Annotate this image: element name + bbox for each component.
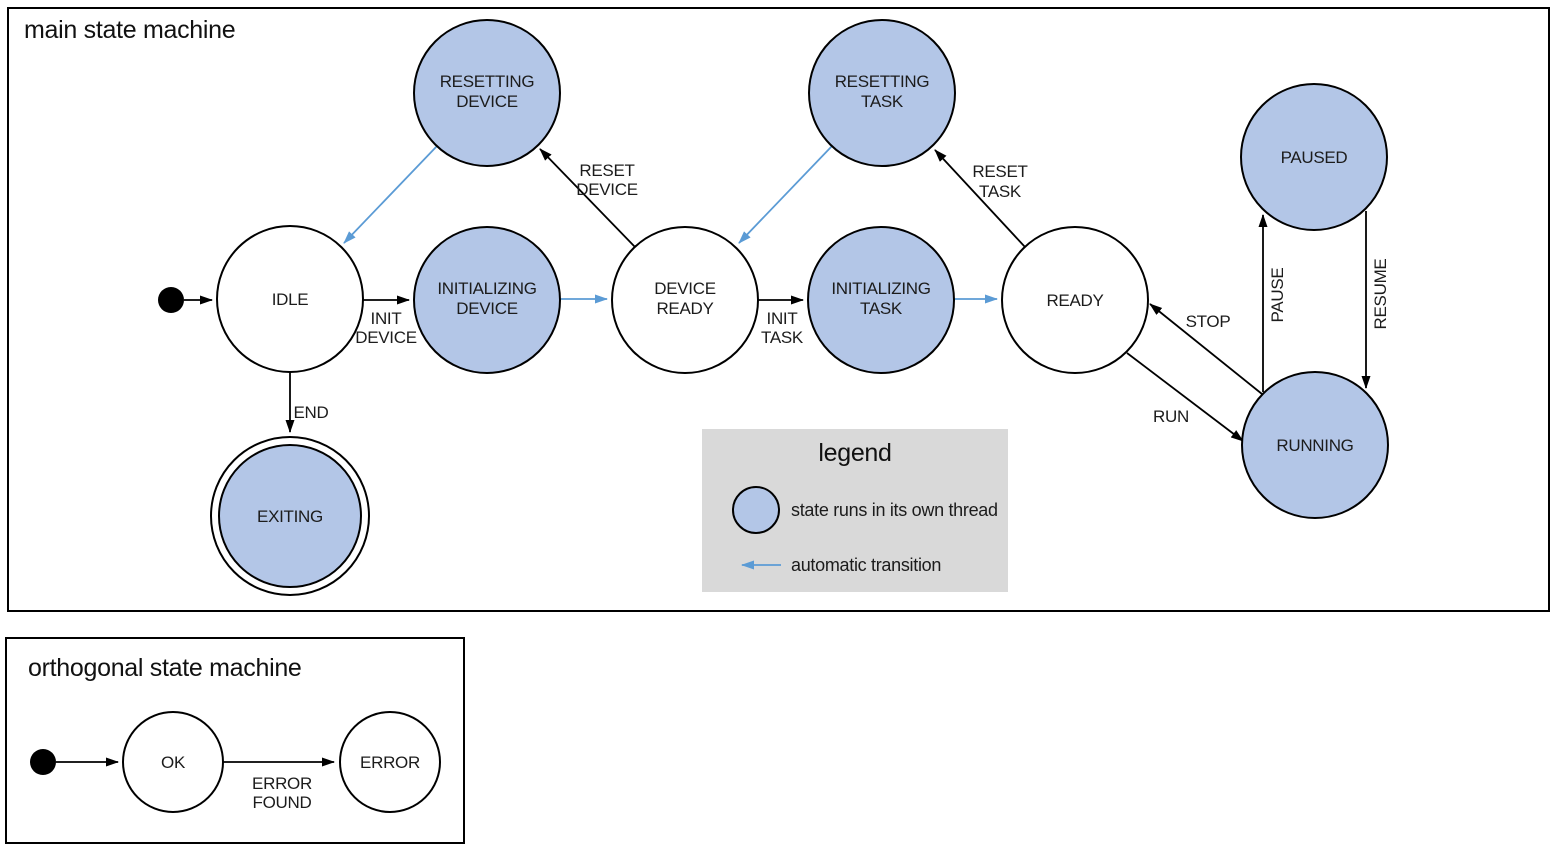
- transition-reset-device-label-line2: DEVICE: [576, 180, 638, 199]
- transition-run-label: RUN: [1153, 407, 1189, 426]
- transition-automatic-resettingdevice-to-idle: [343, 145, 438, 244]
- transition-error-found-label-line1: ERROR: [252, 774, 312, 793]
- orthogonal-state-machine-panel: [5, 637, 465, 844]
- transition-stop: [1149, 303, 1263, 395]
- state-resetting-task-label-line1: RESETTING: [835, 72, 930, 91]
- state-ok-label: OK: [161, 753, 186, 772]
- state-resetting-device: [413, 19, 561, 167]
- state-idle-label: IDLE: [272, 290, 309, 309]
- state-initializing-task: [807, 226, 955, 374]
- state-initializing-device-label-line1: INITIALIZING: [437, 279, 536, 298]
- main-state-machine-panel: [7, 7, 1550, 612]
- transition-pause-label: PAUSE: [1268, 268, 1287, 323]
- state-device-ready-label-line2: READY: [656, 299, 713, 318]
- state-resetting-task: [808, 19, 956, 167]
- transition-init-task-label-line1: INIT: [767, 309, 798, 328]
- transition-resume-label: RESUME: [1371, 259, 1390, 330]
- transition-automatic-resettingtask-to-deviceready: [738, 145, 833, 244]
- transition-reset-device-label-line1: RESET: [579, 161, 634, 180]
- transition-reset-task-label-line1: RESET: [972, 162, 1027, 181]
- state-resetting-task-label-line2: TASK: [861, 92, 904, 111]
- transition-init-task-label-line2: TASK: [761, 328, 804, 347]
- state-error: [339, 711, 441, 813]
- state-idle: [216, 225, 364, 373]
- main-state-machine-title: main state machine: [24, 16, 235, 44]
- state-initializing-device: [413, 226, 561, 374]
- state-error-label: ERROR: [360, 753, 420, 772]
- state-ready: [1001, 226, 1149, 374]
- transition-init-device-label-line2: DEVICE: [355, 328, 417, 347]
- state-running: [1241, 371, 1389, 519]
- state-device-ready-label-line1: DEVICE: [654, 279, 716, 298]
- state-paused: [1240, 83, 1388, 231]
- transition-reset-device: [539, 148, 636, 248]
- state-ok: [122, 711, 224, 813]
- state-ready-label: READY: [1046, 291, 1103, 310]
- legend-automatic-transition-label: automatic transition: [791, 555, 941, 575]
- state-device-ready: [611, 226, 759, 374]
- transition-stop-label: STOP: [1186, 312, 1231, 331]
- state-initializing-task-label-line1: INITIALIZING: [831, 279, 930, 298]
- transition-reset-task-label-line2: TASK: [979, 182, 1022, 201]
- transition-error-found-label-line2: FOUND: [253, 793, 312, 812]
- transition-end-label: END: [294, 403, 329, 422]
- legend-threaded-state-circle-icon: [732, 486, 780, 534]
- state-exiting-label: EXITING: [257, 507, 323, 526]
- orthogonal-state-machine-title: orthogonal state machine: [28, 654, 302, 682]
- legend-threaded-state-label: state runs in its own thread: [791, 500, 998, 520]
- initial-state-dot: [158, 287, 184, 313]
- state-initializing-task-label-line2: TASK: [860, 299, 903, 318]
- state-resetting-device-label-line2: DEVICE: [456, 92, 518, 111]
- state-exiting: [218, 444, 362, 588]
- state-running-label: RUNNING: [1276, 436, 1353, 455]
- legend-title: legend: [818, 439, 891, 467]
- transition-run: [1126, 352, 1244, 442]
- transition-init-device-label-line1: INIT: [371, 309, 402, 328]
- state-paused-label: PAUSED: [1281, 148, 1348, 167]
- state-resetting-device-label-line1: RESETTING: [440, 72, 535, 91]
- orthogonal-initial-state-dot: [30, 749, 56, 775]
- transition-reset-task: [934, 149, 1026, 248]
- state-initializing-device-label-line2: DEVICE: [456, 299, 518, 318]
